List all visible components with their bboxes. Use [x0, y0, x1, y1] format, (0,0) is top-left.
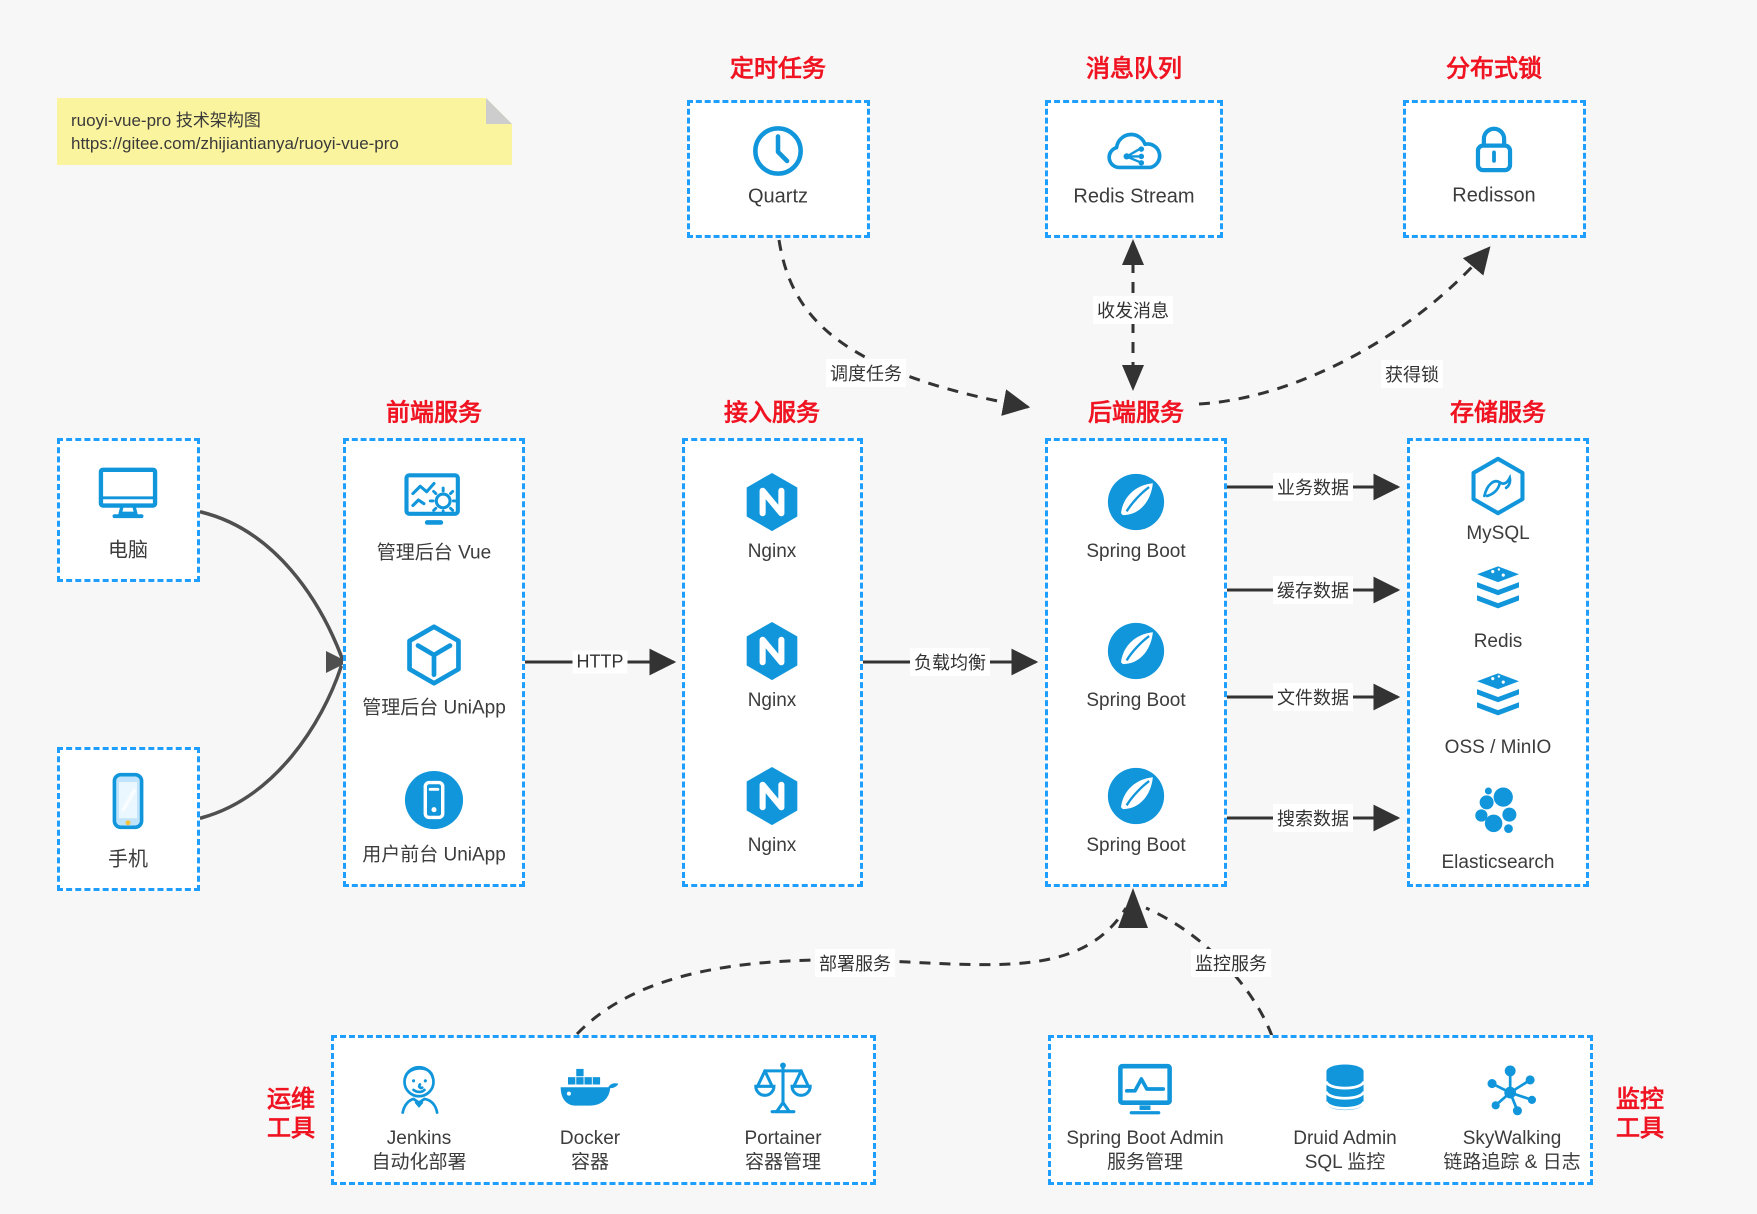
backend-group-title: 后端服务 — [1088, 399, 1184, 427]
docker-icon — [560, 1068, 619, 1106]
mysql-icon — [1471, 456, 1525, 516]
storage-item-label: MySQL — [1466, 523, 1530, 544]
phone-icon — [112, 772, 144, 830]
storage-item-label: Elasticsearch — [1441, 852, 1555, 873]
edge-label-deploy: 部署服务 — [815, 949, 895, 977]
ops-item-label: Portainer 容器管理 — [744, 1128, 822, 1173]
skywalking-icon — [1487, 1065, 1537, 1116]
spring-boot-icon — [1107, 767, 1165, 825]
ops-side-label: 运维 工具 — [267, 1086, 315, 1142]
edge-label-message: 收发消息 — [1093, 296, 1173, 324]
elasticsearch-icon — [1475, 787, 1517, 833]
desktop-icon — [98, 467, 158, 519]
nginx-icon — [746, 621, 798, 681]
note-line-1: ruoyi-vue-pro 技术架构图 — [71, 110, 261, 130]
admin-vue-icon — [404, 473, 460, 525]
edge-label-acquire-lock: 获得锁 — [1381, 360, 1443, 388]
mq-item-label: Redis Stream — [1073, 185, 1195, 208]
dlock-group-title: 分布式锁 — [1446, 55, 1542, 83]
scheduler-item-label: Quartz — [747, 185, 809, 208]
mq-group-title: 消息队列 — [1086, 55, 1182, 83]
edge-label-monitor: 监控服务 — [1191, 949, 1271, 977]
edge-label-load-balance: 负载均衡 — [910, 648, 990, 676]
ops-item-label: Docker 容器 — [559, 1128, 621, 1173]
edge-acquire-lock — [1198, 246, 1491, 406]
storage-group-title: 存储服务 — [1450, 399, 1546, 427]
spring-boot-icon — [1107, 622, 1165, 680]
spring-boot-icon — [1107, 473, 1165, 531]
frontend-item-label: 管理后台 Vue — [376, 542, 492, 564]
gateway-group-title: 接入服务 — [724, 399, 820, 427]
gateway-item-label: Nginx — [747, 835, 797, 856]
edge-label-schedule-task: 调度任务 — [826, 359, 906, 387]
edge-label-http: HTTP — [572, 650, 628, 674]
edge-clients-arrowhead — [326, 651, 348, 673]
phone-label: 手机 — [108, 848, 148, 871]
redis-stack-icon — [1477, 566, 1519, 609]
portainer-scales-icon — [754, 1062, 812, 1114]
monitoring-group-box — [1048, 1035, 1593, 1185]
uniapp-cube-icon — [407, 624, 461, 686]
computer-box — [57, 438, 200, 582]
storage-item-label: OSS / MinIO — [1444, 737, 1552, 758]
druid-database-icon — [1325, 1064, 1365, 1111]
ops-group-box — [331, 1035, 876, 1185]
storage-item-label: Redis — [1473, 631, 1523, 652]
edge-label-biz-data: 业务数据 — [1273, 473, 1353, 501]
dlock-item-label: Redisson — [1452, 184, 1536, 207]
monitoring-item-label: Spring Boot Admin 服务管理 — [1066, 1128, 1224, 1173]
edge-computer-to-frontend — [199, 510, 344, 660]
edge-label-search-data: 搜索数据 — [1273, 804, 1353, 832]
frontend-group-title: 前端服务 — [386, 399, 482, 427]
nginx-icon — [746, 472, 798, 532]
jenkins-icon — [401, 1065, 439, 1114]
backend-item-label: Spring Boot — [1086, 541, 1186, 562]
note-fold-corner-icon — [486, 98, 512, 124]
backend-item-label: Spring Boot — [1086, 690, 1186, 711]
gateway-item-label: Nginx — [747, 541, 797, 562]
storage-group-box — [1407, 438, 1589, 887]
edge-schedule-task — [777, 239, 1031, 416]
user-uniapp-icon — [404, 770, 464, 830]
clock-icon — [753, 126, 803, 176]
frontend-item-label: 用户前台 UniApp — [362, 844, 506, 866]
edge-label-cache-data: 缓存数据 — [1273, 576, 1353, 604]
lock-icon — [1475, 126, 1513, 173]
oss-stack-icon — [1477, 673, 1519, 716]
monitoring-side-label: 监控 工具 — [1616, 1086, 1664, 1142]
edge-message-arrow-down — [1122, 365, 1144, 391]
edge-label-file-data: 文件数据 — [1273, 683, 1353, 711]
edge-deploy-monitor-arrowhead — [1118, 888, 1148, 928]
computer-label: 电脑 — [108, 539, 148, 562]
gateway-item-label: Nginx — [747, 690, 797, 711]
backend-item-label: Spring Boot — [1086, 835, 1186, 856]
scheduler-group-title: 定时任务 — [730, 55, 826, 83]
frontend-item-label: 管理后台 UniApp — [362, 697, 506, 719]
spring-boot-admin-icon — [1118, 1063, 1172, 1115]
edge-message-arrow-up — [1122, 239, 1144, 265]
nginx-icon — [746, 766, 798, 826]
note-line-2: https://gitee.com/zhijiantianya/ruoyi-vu… — [71, 133, 399, 153]
monitoring-item-label: SkyWalking 链路追踪 & 日志 — [1443, 1128, 1581, 1173]
title-note: ruoyi-vue-pro 技术架构图 https://gitee.com/zh… — [57, 98, 512, 165]
ops-item-label: Jenkins 自动化部署 — [371, 1128, 467, 1173]
cloud-stream-icon — [1107, 132, 1162, 170]
scheduler-group-box — [687, 100, 870, 238]
edge-phone-to-frontend — [199, 665, 343, 820]
monitoring-item-label: Druid Admin SQL 监控 — [1293, 1128, 1397, 1173]
